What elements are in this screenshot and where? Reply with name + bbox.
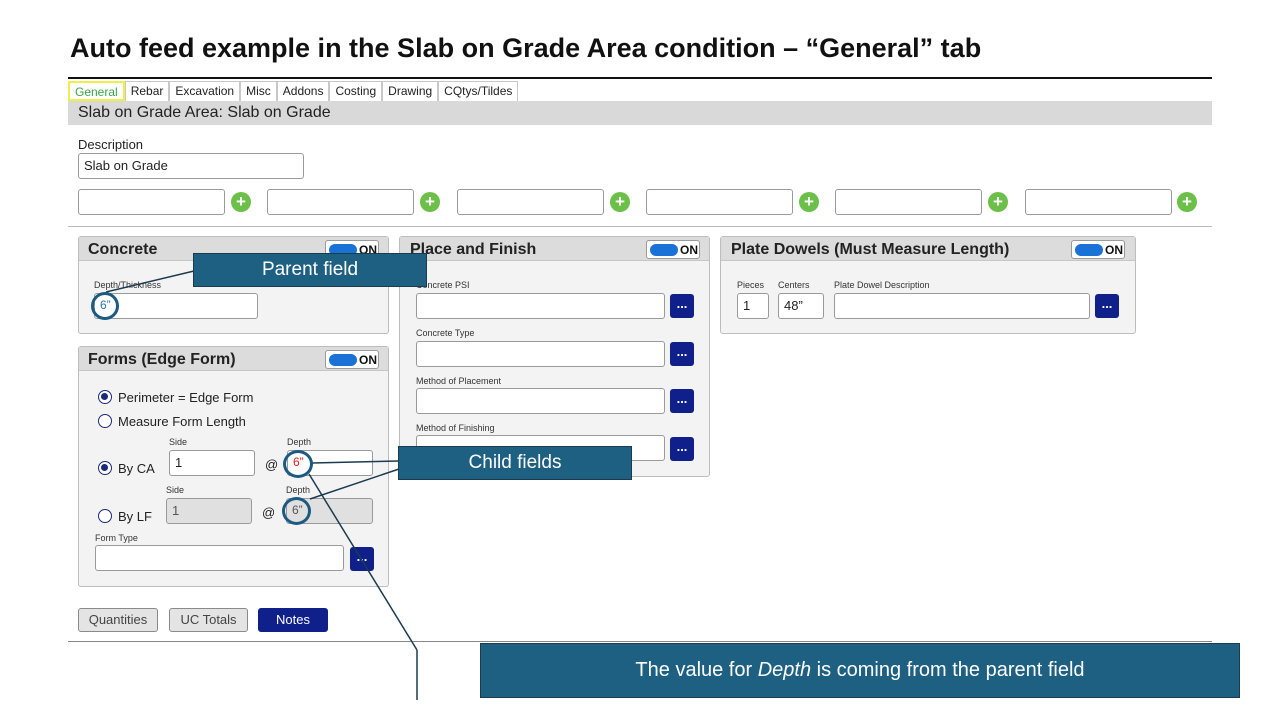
toggle-label: ON: [680, 243, 698, 257]
by-lf-label: By LF: [118, 509, 152, 524]
by-lf-side-input[interactable]: 1: [166, 498, 252, 524]
parent-leader-line: [105, 270, 195, 293]
parent-field-callout: Parent field: [193, 253, 427, 287]
note-leader-line: [308, 473, 418, 651]
description-label: Description: [78, 137, 144, 152]
extra-field-4[interactable]: [646, 189, 793, 215]
tab-costing[interactable]: Costing: [329, 81, 383, 101]
quantities-button[interactable]: Quantities: [78, 608, 158, 632]
place-finish-toggle[interactable]: ON: [646, 240, 700, 259]
at-sign: @: [265, 457, 279, 472]
tab-rebar[interactable]: Rebar: [124, 81, 170, 101]
note-italic: Depth: [757, 659, 812, 681]
extra-field-3[interactable]: [457, 189, 604, 215]
concrete-title: Concrete: [88, 241, 158, 258]
slide-title: Auto feed example in the Slab on Grade A…: [70, 33, 982, 63]
ellipsis-icon[interactable]: ...: [1095, 294, 1119, 318]
plus-circle-icon[interactable]: +: [1177, 192, 1197, 212]
by-ca-side-input[interactable]: 1: [169, 450, 255, 476]
ca-side-label: Side: [169, 437, 188, 447]
note-prefix: The value for: [635, 659, 758, 681]
forms-toggle[interactable]: ON: [325, 350, 379, 369]
perimeter-label: Perimeter = Edge Form: [118, 390, 254, 405]
by-ca-radio[interactable]: [98, 461, 112, 475]
plus-circle-icon[interactable]: +: [420, 192, 440, 212]
notes-button[interactable]: Notes: [258, 608, 328, 632]
plus-circle-icon[interactable]: +: [610, 192, 630, 212]
method-placement-label: Method of Placement: [416, 376, 502, 386]
footer-divider: [68, 641, 1212, 642]
tab-bar: General Rebar Excavation Misc Addons Cos…: [68, 81, 519, 101]
tab-addons[interactable]: Addons: [276, 81, 330, 101]
toggle-knob: [329, 354, 357, 366]
extra-field-6[interactable]: [1025, 189, 1172, 215]
toggle-knob: [1075, 244, 1103, 256]
concrete-psi-label: Concrete PSI: [416, 280, 470, 290]
place-finish-title: Place and Finish: [410, 241, 537, 258]
toggle-label: ON: [359, 353, 377, 367]
description-input[interactable]: Slab on Grade: [78, 153, 304, 179]
child-field-highlight-lf: [282, 497, 311, 525]
ellipsis-icon[interactable]: ...: [670, 437, 694, 461]
ellipsis-icon[interactable]: ...: [670, 342, 694, 366]
measure-length-radio[interactable]: [98, 414, 112, 428]
child-field-highlight-ca: [283, 450, 313, 478]
ellipsis-icon[interactable]: ...: [670, 294, 694, 318]
method-placement-input[interactable]: [416, 388, 665, 414]
plate-dowel-description-label: Plate Dowel Description: [834, 280, 930, 290]
centers-input[interactable]: 48”: [778, 293, 824, 319]
plus-circle-icon[interactable]: +: [231, 192, 251, 212]
note-suffix: is coming from the parent field: [811, 659, 1085, 681]
child-fields-callout: Child fields: [398, 446, 632, 480]
title-divider: [68, 77, 1212, 79]
plate-dowel-description-input[interactable]: [834, 293, 1090, 319]
plus-circle-icon[interactable]: +: [799, 192, 819, 212]
centers-label: Centers: [778, 280, 810, 290]
extra-field-1[interactable]: [78, 189, 225, 215]
concrete-psi-input[interactable]: [416, 293, 665, 319]
ellipsis-icon[interactable]: ...: [670, 389, 694, 413]
parent-field-highlight: [91, 292, 119, 320]
child-leader-line-1: [311, 460, 400, 464]
condition-header: Slab on Grade Area: Slab on Grade: [68, 101, 1212, 125]
concrete-type-label: Concrete Type: [416, 328, 475, 338]
plate-dowels-panel: Plate Dowels (Must Measure Length) ON Pi…: [720, 236, 1136, 334]
tab-excavation[interactable]: Excavation: [169, 81, 241, 101]
forms-title: Forms (Edge Form): [88, 351, 236, 368]
extra-field-5[interactable]: [835, 189, 982, 215]
plate-dowels-toggle[interactable]: ON: [1071, 240, 1125, 259]
measure-length-label: Measure Form Length: [118, 414, 246, 429]
depth-thickness-label: Depth/Thickness: [94, 280, 162, 290]
toggle-label: ON: [1105, 243, 1123, 257]
by-ca-label: By CA: [118, 461, 155, 476]
plate-dowels-panel-header: [721, 237, 1135, 261]
form-type-input[interactable]: [95, 545, 344, 571]
form-type-label: Form Type: [95, 533, 138, 543]
at-sign: @: [262, 505, 276, 520]
plate-dowels-title: Plate Dowels (Must Measure Length): [731, 241, 1010, 258]
pieces-input[interactable]: 1: [737, 293, 769, 319]
ca-depth-label: Depth: [287, 437, 312, 447]
extra-field-2[interactable]: [267, 189, 414, 215]
method-finishing-label: Method of Finishing: [416, 423, 495, 433]
tab-general[interactable]: General: [68, 81, 125, 101]
section-divider: [68, 226, 1212, 227]
tab-cqtys-tildes[interactable]: CQtys/Tildes: [438, 81, 519, 101]
pieces-label: Pieces: [737, 280, 765, 290]
by-lf-radio[interactable]: [98, 509, 112, 523]
plus-circle-icon[interactable]: +: [988, 192, 1008, 212]
lf-side-label: Side: [166, 485, 185, 495]
toggle-knob: [650, 244, 678, 256]
tab-drawing[interactable]: Drawing: [382, 81, 439, 101]
child-leader-line-2: [309, 468, 400, 500]
concrete-type-input[interactable]: [416, 341, 665, 367]
uc-totals-button[interactable]: UC Totals: [169, 608, 248, 632]
depth-note-callout: The value for Depth is coming from the p…: [480, 643, 1240, 698]
lf-depth-label: Depth: [286, 485, 311, 495]
perimeter-radio[interactable]: [98, 390, 112, 404]
tab-misc[interactable]: Misc: [240, 81, 277, 101]
